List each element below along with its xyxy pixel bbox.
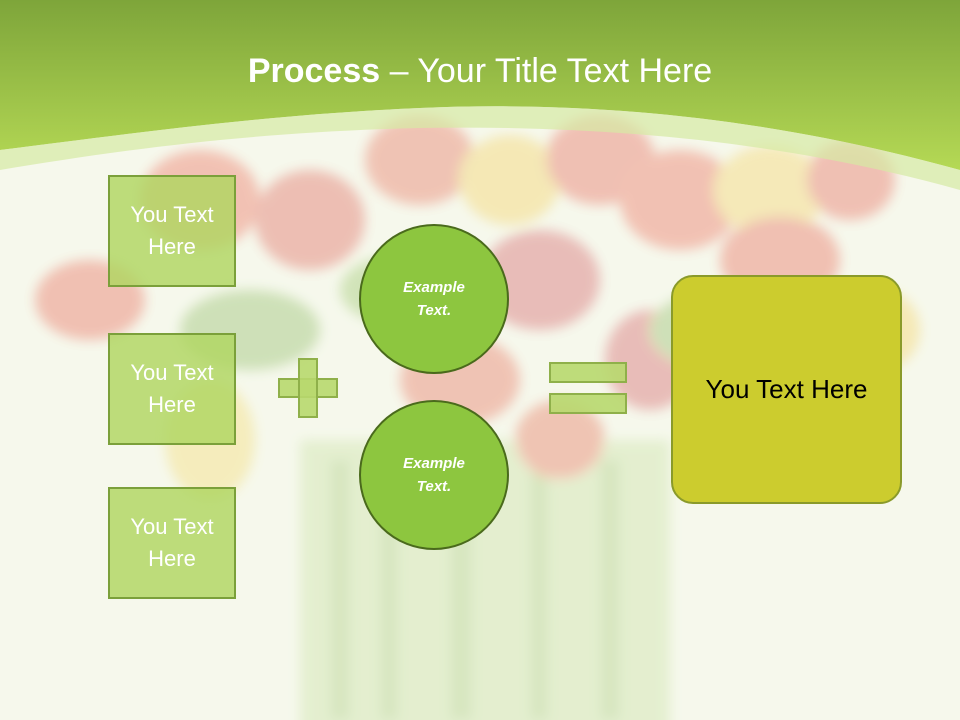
result-box-label: You Text Here bbox=[705, 374, 868, 404]
page-title: Process – Your Title Text Here bbox=[0, 52, 960, 91]
title-bold: Process bbox=[247, 52, 381, 90]
result-box[interactable]: You Text Here bbox=[671, 275, 902, 504]
example-circle-1-label: Example Text. bbox=[403, 279, 465, 319]
process-box-1-label: You Text Here bbox=[130, 202, 214, 259]
process-box-1[interactable]: You Text Here bbox=[108, 175, 236, 287]
equals-icon bbox=[549, 362, 627, 414]
process-box-2[interactable]: You Text Here bbox=[108, 333, 236, 445]
example-circle-2[interactable]: Example Text. bbox=[359, 400, 509, 550]
header-swoosh bbox=[0, 106, 960, 190]
example-circle-1[interactable]: Example Text. bbox=[359, 224, 509, 374]
example-circle-2-label: Example Text. bbox=[403, 455, 465, 495]
process-box-3[interactable]: You Text Here bbox=[108, 487, 236, 599]
process-box-3-label: You Text Here bbox=[130, 514, 214, 571]
header-band bbox=[0, 0, 960, 170]
process-box-2-label: You Text Here bbox=[130, 360, 214, 417]
plus-icon bbox=[278, 358, 338, 418]
title-rest: – Your Title Text Here bbox=[380, 52, 713, 90]
